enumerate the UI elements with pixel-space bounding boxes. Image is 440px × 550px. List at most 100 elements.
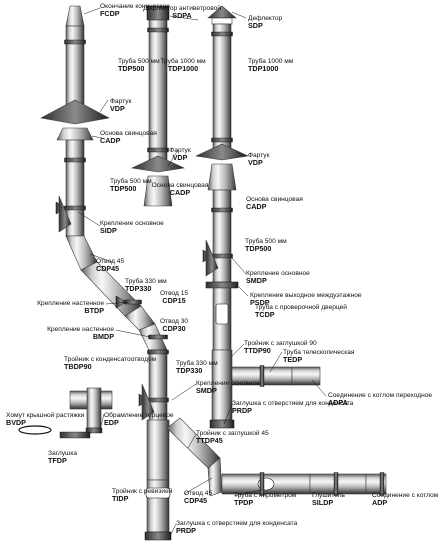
- label-code: PSDP: [250, 298, 270, 308]
- label-name: Заглушка с отверстием для конденсата: [176, 520, 298, 527]
- label-code: TDP1000: [248, 64, 279, 74]
- leader-line-16: [311, 379, 327, 397]
- leader-line-7: [77, 211, 101, 227]
- label-code: TBDP90: [64, 362, 92, 372]
- leader-line-13: [231, 343, 245, 357]
- label-name: Крепление основное: [196, 380, 260, 387]
- label-code: CADP: [246, 202, 267, 212]
- label-code: TDP500: [118, 64, 145, 74]
- label-code: TDP330: [125, 284, 152, 294]
- sildp-band-shape: [333, 472, 339, 496]
- leader-line-10: [237, 285, 249, 297]
- label-name: Обрамление торцевое: [104, 412, 174, 419]
- label-name: Отвод 45: [184, 490, 213, 497]
- label-name: Соединение с котлом: [372, 492, 439, 499]
- edp-ring-shape: [85, 427, 103, 434]
- label-name: Труба 500 мм: [110, 178, 152, 185]
- smdpa-bracket-shape: [205, 239, 219, 277]
- leader-line-8: [89, 253, 113, 263]
- tpdp-band-shape: [259, 472, 265, 496]
- tdp1000b-band-top-shape: [211, 31, 233, 37]
- label-code: SIDP: [100, 226, 117, 236]
- label-name: Фартук: [110, 98, 132, 105]
- tdp1000b-band-bottom-shape: [211, 137, 233, 143]
- label-code: SDPA: [172, 11, 192, 21]
- tdp1000a-band-top-shape: [147, 27, 169, 33]
- label-code: TFDP: [48, 456, 67, 466]
- label-code: SILDP: [312, 498, 334, 508]
- vdpb-apron-shape: [130, 155, 186, 173]
- label-code: ADP: [372, 498, 388, 508]
- tdp1000a-band-bottom-shape: [147, 147, 169, 153]
- label-code: PRDP: [176, 526, 196, 536]
- ttdp45-body-shape: [146, 419, 170, 481]
- label-name: Крепление настенное: [47, 326, 114, 333]
- label-code: CDP45: [184, 496, 208, 506]
- adp-band-shape: [379, 472, 385, 496]
- label-code: SMDP: [246, 276, 267, 286]
- leader-line-17: [223, 403, 233, 425]
- leader-line-1: [169, 15, 199, 21]
- leader-line-11: [105, 301, 129, 305]
- label-name: Отвод 45: [96, 258, 125, 265]
- btdp-clamp-shape: [115, 295, 127, 309]
- btdp-clamp-shape-ring: [124, 299, 142, 305]
- label-code: TIDP: [112, 494, 129, 504]
- label-code: CADP: [169, 188, 191, 198]
- sidp-bracket-shape: [58, 195, 72, 233]
- label-name: Труба телескопическая: [283, 349, 355, 356]
- label-name: Труба 330 мм: [176, 360, 218, 367]
- tdp500c-band-shape: [211, 207, 233, 213]
- label-code: TTDP90: [244, 346, 271, 356]
- sidp-clamp-shape-ring: [64, 205, 86, 211]
- vdpa-apron-shape: [40, 99, 110, 125]
- label-name: Тройник с заглушкой 45: [196, 430, 269, 437]
- leader-line-0: [83, 7, 101, 15]
- label-code: PRDP: [232, 406, 252, 416]
- leader-line-14: [269, 351, 283, 373]
- label-name: Заглушка с отверстием для конденсата: [232, 400, 354, 407]
- tcdp-door-shape: [215, 303, 229, 325]
- smdpa-clamp-shape-ring: [211, 253, 233, 259]
- label-name: Тройник с конденсатоотводом: [64, 356, 157, 363]
- label-name: Труба 330 мм: [125, 278, 167, 285]
- label-name: Глушитель: [312, 492, 345, 499]
- label-name: Дефлектор: [248, 15, 283, 22]
- prdpb-cap-shape: [144, 531, 172, 541]
- label-name: Основа свинцовая: [100, 130, 157, 137]
- label-name: Заглушка: [48, 450, 78, 457]
- label-code: CDP45: [96, 264, 120, 274]
- leader-line-6: [235, 151, 245, 157]
- label-code: BMDP: [92, 332, 114, 342]
- smdpb-bracket-shape: [141, 383, 155, 421]
- label-name: Дефлектор антиветровой: [142, 5, 222, 12]
- label-code: VDP: [172, 153, 188, 163]
- label-name: Фартук: [169, 147, 191, 154]
- label-name: Тройник с ревизией: [112, 488, 173, 495]
- label-name: Труба 1000 мм: [248, 58, 294, 65]
- label-name: Крепление основное: [246, 270, 310, 277]
- tdp330b-band-shape: [147, 349, 169, 355]
